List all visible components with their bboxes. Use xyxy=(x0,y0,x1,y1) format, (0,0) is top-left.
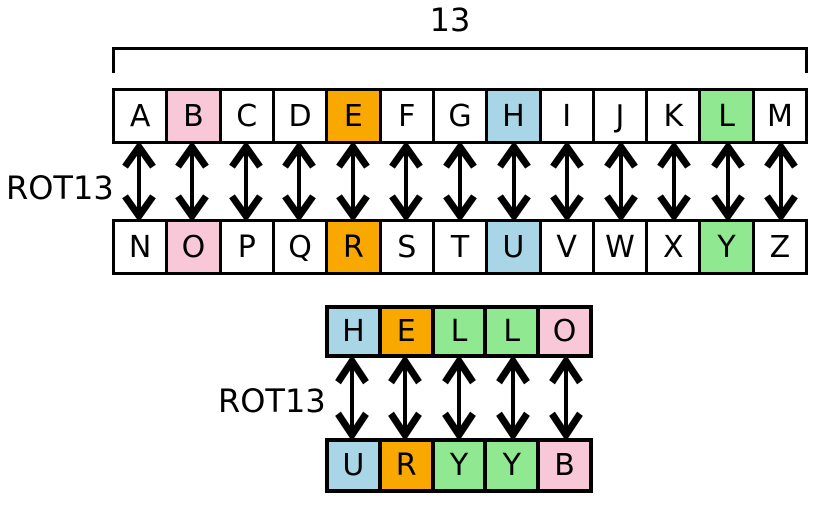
double-arrow-icon xyxy=(443,144,477,219)
double-arrow-icon xyxy=(389,144,424,219)
letter-cell: O xyxy=(536,305,593,358)
double-arrow-icon xyxy=(496,144,531,219)
double-arrow-icon xyxy=(336,144,370,219)
letter-cell: O xyxy=(165,219,222,275)
letter-cell: F xyxy=(378,88,435,144)
letter-cell: T xyxy=(431,219,489,275)
letter-cell: S xyxy=(378,219,435,275)
letter-cell: Q xyxy=(271,219,329,275)
letter-cell: H xyxy=(485,88,542,144)
letter-cell: L xyxy=(698,88,755,144)
letter-cell: B xyxy=(165,88,222,144)
double-arrow-icon xyxy=(764,144,799,219)
double-arrow-icon xyxy=(657,144,692,219)
letter-cell: D xyxy=(271,88,329,144)
letter-cell: R xyxy=(325,219,382,275)
letter-cell: N xyxy=(112,219,169,275)
double-arrow-icon xyxy=(282,144,317,219)
letter-cell: G xyxy=(431,88,489,144)
letter-cell: B xyxy=(536,438,593,493)
letter-cell: L xyxy=(430,305,488,358)
double-arrow-icon xyxy=(388,358,423,438)
letter-cell: W xyxy=(591,219,649,275)
letter-cell: C xyxy=(218,88,275,144)
letter-cell: X xyxy=(645,219,702,275)
letter-cell: Z xyxy=(751,219,809,275)
double-arrow-icon xyxy=(228,144,263,219)
double-arrow-icon xyxy=(121,144,156,219)
rot13-label-alphabet: ROT13 xyxy=(6,169,114,207)
letter-cell: I xyxy=(538,88,595,144)
letter-cell: A xyxy=(112,88,169,144)
letter-cell: J xyxy=(591,88,649,144)
letter-cell: E xyxy=(325,88,382,144)
double-arrow-icon xyxy=(549,358,584,438)
letter-cell: R xyxy=(377,438,435,493)
double-arrow-icon xyxy=(710,144,745,219)
bracket-count-label: 13 xyxy=(429,1,471,39)
double-arrow-icon xyxy=(175,144,210,219)
double-arrow-icon xyxy=(603,144,638,219)
letter-cell: K xyxy=(645,88,702,144)
letter-cell: U xyxy=(325,438,382,493)
letter-cell: P xyxy=(218,219,275,275)
offset-bracket xyxy=(112,47,808,73)
example-mapping-arrows xyxy=(325,358,593,438)
letter-cell: U xyxy=(485,219,542,275)
letter-cell: M xyxy=(751,88,809,144)
letter-cell: E xyxy=(377,305,435,358)
letter-cell: Y xyxy=(698,219,755,275)
double-arrow-icon xyxy=(334,358,369,438)
letter-cell: Y xyxy=(430,438,488,493)
letter-cell: V xyxy=(538,219,595,275)
letter-cell: Y xyxy=(483,438,541,493)
letter-cell: L xyxy=(483,305,541,358)
double-arrow-icon xyxy=(495,358,530,438)
double-arrow-icon xyxy=(550,144,584,219)
alphabet-mapping-arrows xyxy=(112,144,808,219)
double-arrow-icon xyxy=(442,358,476,438)
rot13-label-example: ROT13 xyxy=(218,382,326,420)
letter-cell: H xyxy=(325,305,382,358)
